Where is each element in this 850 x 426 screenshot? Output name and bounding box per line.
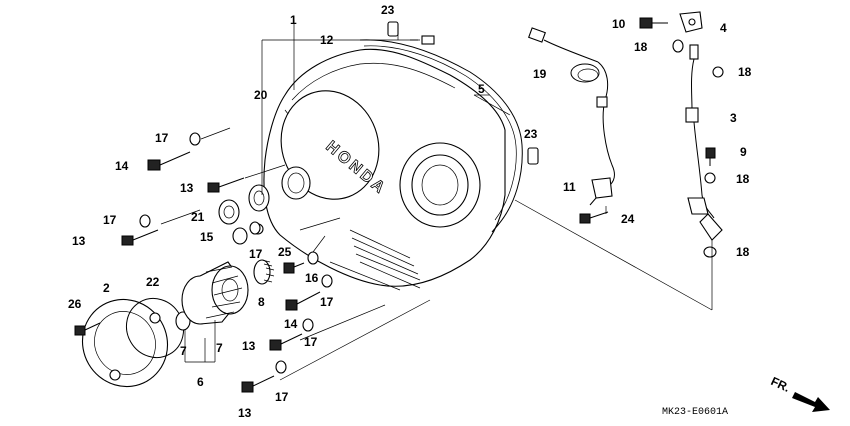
leader-lines [160, 20, 713, 381]
sensor-wire [639, 11, 724, 310]
callout-2: 2 [103, 281, 110, 295]
bolt-25 [283, 262, 305, 274]
cover-gasket [359, 39, 523, 233]
callout-18a: 18 [634, 40, 648, 54]
callout-9: 9 [740, 145, 747, 159]
seal-21 [218, 199, 240, 225]
callout-24: 24 [621, 212, 635, 226]
callout-3: 3 [730, 111, 737, 125]
callout-19: 19 [533, 67, 547, 81]
washer-15 [232, 227, 248, 245]
callout-11: 11 [563, 180, 576, 194]
callout-14b: 14 [284, 317, 298, 331]
callout-numbers: 1 2 3 4 5 6 7 7 8 9 10 11 12 13 13 13 13… [68, 3, 752, 420]
bearing-20 [248, 184, 270, 212]
sensor-harness [528, 27, 615, 224]
bolt-13-c [269, 333, 303, 351]
callout-20: 20 [254, 88, 268, 102]
callout-17a: 17 [155, 131, 169, 145]
filter-cap [81, 298, 169, 388]
relief-spring [253, 259, 275, 285]
washer-17-group [139, 132, 333, 374]
washer-16 [307, 251, 319, 265]
bolt-13-a [207, 177, 245, 193]
callout-7a: 7 [180, 344, 187, 358]
crankcase-cover: HONDA [263, 48, 506, 289]
callout-7b: 7 [216, 341, 223, 355]
callout-18c: 18 [736, 172, 750, 186]
callout-15: 15 [200, 230, 214, 244]
drawing-code: MK23-E0601A [662, 407, 728, 418]
callout-23a: 23 [381, 3, 395, 17]
callout-6: 6 [197, 375, 204, 389]
callout-18b: 18 [738, 65, 752, 79]
callout-23b: 23 [524, 127, 538, 141]
callout-16: 16 [305, 271, 319, 285]
callout-22: 22 [146, 275, 160, 289]
callout-17d: 17 [320, 295, 334, 309]
callout-17f: 17 [275, 390, 289, 404]
callout-17e: 17 [304, 335, 318, 349]
bolt-14-lower [285, 291, 321, 311]
callout-14a: 14 [115, 159, 129, 173]
callout-1: 1 [290, 13, 297, 27]
front-direction-arrow: FR. [769, 374, 830, 412]
callout-17c: 17 [249, 247, 263, 261]
callout-5: 5 [478, 82, 485, 96]
callout-13c: 13 [242, 339, 256, 353]
front-direction-label: FR. [769, 374, 792, 395]
dowel-pin-upper [387, 21, 399, 37]
callout-10: 10 [612, 17, 626, 31]
bolt-14-upper [147, 151, 191, 171]
callout-26: 26 [68, 297, 82, 311]
oil-filter-element [181, 261, 249, 325]
callout-17b: 17 [103, 213, 117, 227]
callout-13a: 13 [180, 181, 194, 195]
callout-4: 4 [720, 21, 727, 35]
bolt-26 [74, 322, 101, 336]
callout-21: 21 [191, 210, 205, 224]
callout-18d: 18 [736, 245, 750, 259]
callout-8: 8 [258, 295, 265, 309]
callout-25: 25 [278, 245, 292, 259]
callout-12: 12 [320, 33, 334, 47]
bolt-13-b [121, 229, 159, 246]
bolt-13-d [241, 375, 275, 393]
dowel-pin-lower [527, 147, 539, 165]
callout-13b: 13 [72, 234, 86, 248]
callout-13d: 13 [238, 406, 252, 420]
